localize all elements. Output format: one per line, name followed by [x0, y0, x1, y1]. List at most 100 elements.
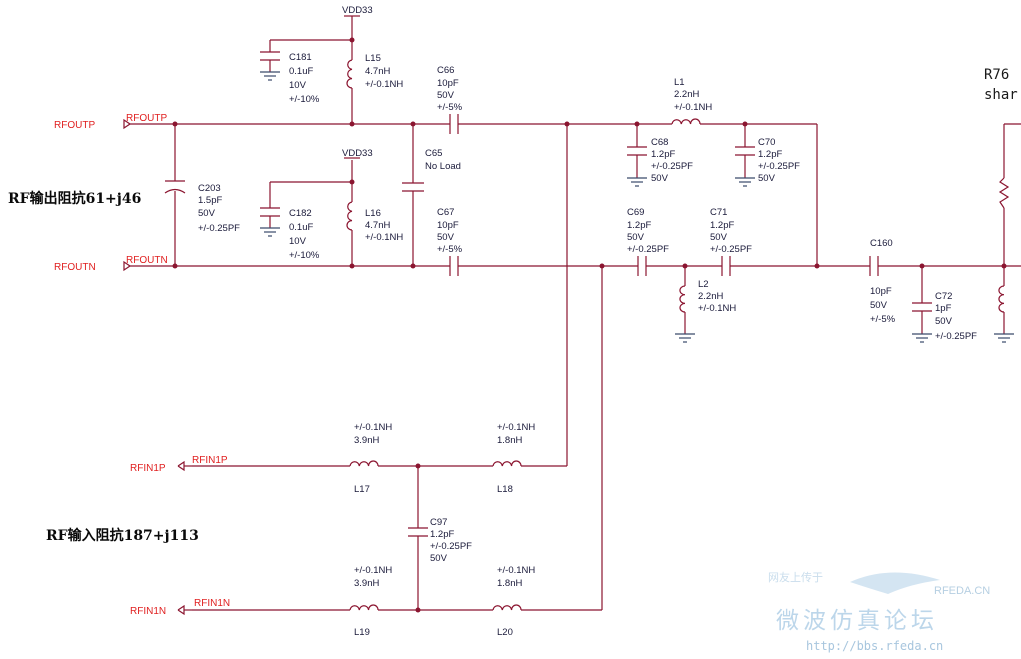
- inductor-l16: [346, 201, 353, 231]
- watermark-forum-name: 微波仿真论坛: [776, 608, 938, 634]
- inductor-l15: [346, 59, 353, 89]
- r76-ref: R76: [984, 67, 1009, 83]
- port-arrow-rfin1p: [177, 460, 192, 472]
- l20-tolerance: +/-0.1NH: [497, 565, 535, 576]
- watermark-url: http://bbs.rfeda.cn: [806, 639, 943, 653]
- port-arrow-rfin1n: [177, 604, 192, 616]
- inductor-l19: [349, 604, 379, 611]
- c182-tolerance: +/-10%: [289, 250, 320, 261]
- c72-value: 1pF: [935, 303, 952, 314]
- inductor-l20: [492, 604, 522, 611]
- wires: [174, 16, 1021, 611]
- c181-voltage: 10V: [289, 80, 307, 91]
- c68-value: 1.2pF: [651, 149, 675, 160]
- c203-value: 1.5pF: [198, 195, 222, 206]
- l20-value: 1.8nH: [497, 578, 522, 589]
- l17-value: 3.9nH: [354, 435, 379, 446]
- l16-value: 4.7nH: [365, 220, 390, 231]
- c69-voltage: 50V: [627, 232, 645, 243]
- ground-symbol-c181: [260, 71, 280, 81]
- c66-voltage: 50V: [437, 90, 455, 101]
- c67-ref: C67: [437, 207, 454, 218]
- c97-tolerance: +/-0.25PF: [430, 541, 472, 552]
- net-label-rfin1p: RFIN1P: [192, 455, 228, 466]
- l2-value: 2.2nH: [698, 291, 723, 302]
- ground-symbol-c70: [735, 177, 755, 187]
- c65-value: No Load: [425, 161, 461, 172]
- net-label-rfin1n: RFIN1N: [194, 598, 230, 609]
- capacitor-c203: [164, 180, 186, 194]
- inductor-l2: [679, 285, 686, 313]
- l16-tolerance: +/-0.1NH: [365, 232, 403, 243]
- c181-tolerance: +/-10%: [289, 94, 320, 105]
- c69-value: 1.2pF: [627, 220, 651, 231]
- r76-note: shar: [984, 87, 1018, 103]
- ground-symbol-c72: [912, 333, 932, 343]
- c68-voltage: 50V: [651, 173, 669, 184]
- c67-tolerance: +/-5%: [437, 244, 463, 255]
- port-arrow-rfoutn: [123, 260, 195, 272]
- capacitor-c97: [408, 527, 428, 537]
- c71-voltage: 50V: [710, 232, 728, 243]
- l17-ref: L17: [354, 484, 370, 495]
- c182-ref: C182: [289, 208, 312, 219]
- c71-ref: C71: [710, 207, 727, 218]
- c181-ref: C181: [289, 52, 312, 63]
- port-label-rfoutn: RFOUTN: [54, 262, 96, 273]
- capacitor-c160: [869, 256, 879, 276]
- port-label-rfin1n: RFIN1N: [130, 606, 166, 617]
- c68-ref: C68: [651, 137, 668, 148]
- watermark: 网友上传于 RFEDA.CN 微波仿真论坛 http://bbs.rfeda.c…: [768, 570, 990, 653]
- c71-tolerance: +/-0.25PF: [710, 244, 752, 255]
- ground-symbol-c68: [627, 177, 647, 187]
- note-output-impedance: RF输出阻抗61+j46: [8, 190, 141, 207]
- c70-ref: C70: [758, 137, 775, 148]
- l19-ref: L19: [354, 627, 370, 638]
- watermark-logo-icon: [850, 572, 940, 594]
- l15-ref: L15: [365, 53, 381, 64]
- c182-value: 0.1uF: [289, 222, 313, 233]
- capacitor-c68: [627, 146, 647, 156]
- c70-value: 1.2pF: [758, 149, 782, 160]
- c181-value: 0.1uF: [289, 66, 313, 77]
- watermark-top-text: 网友上传于: [768, 570, 823, 584]
- c182-voltage: 10V: [289, 236, 307, 247]
- port-label-rfin1p: RFIN1P: [130, 463, 166, 474]
- c72-tolerance: +/-0.25PF: [935, 331, 977, 342]
- c72-ref: C72: [935, 291, 952, 302]
- l18-tolerance: +/-0.1NH: [497, 422, 535, 433]
- inductor-l1: [671, 118, 701, 125]
- capacitor-c65: [402, 182, 424, 192]
- power-label-bottom: VDD33: [342, 148, 373, 159]
- c67-value: 10pF: [437, 220, 459, 231]
- c203-ref: C203: [198, 183, 221, 194]
- c97-ref: C97: [430, 517, 447, 528]
- c69-ref: C69: [627, 207, 644, 218]
- l2-ref: L2: [698, 279, 709, 290]
- capacitor-c67: [449, 256, 459, 276]
- inductor-right-edge: [998, 285, 1005, 313]
- c70-tolerance: +/-0.25PF: [758, 161, 800, 172]
- capacitor-c181: [260, 51, 280, 61]
- capacitor-c71: [721, 256, 731, 276]
- c203-tolerance: +/-0.25PF: [198, 223, 240, 234]
- l16-ref: L16: [365, 208, 381, 219]
- l15-value: 4.7nH: [365, 66, 390, 77]
- c66-ref: C66: [437, 65, 454, 76]
- c160-tolerance: +/-5%: [870, 314, 896, 325]
- l18-ref: L18: [497, 484, 513, 495]
- capacitor-c182: [260, 207, 280, 217]
- c71-value: 1.2pF: [710, 220, 734, 231]
- c97-voltage: 50V: [430, 553, 448, 564]
- watermark-brand: RFEDA.CN: [934, 585, 990, 597]
- c97-value: 1.2pF: [430, 529, 454, 540]
- c69-tolerance: +/-0.25PF: [627, 244, 669, 255]
- net-label-rfoutn: RFOUTN: [126, 255, 168, 266]
- l1-value: 2.2nH: [674, 89, 699, 100]
- c72-voltage: 50V: [935, 316, 953, 327]
- c66-tolerance: +/-5%: [437, 102, 463, 113]
- inductor-l17: [349, 460, 379, 467]
- resistor-right-edge: [998, 177, 1010, 209]
- ground-symbol-l2: [675, 333, 695, 343]
